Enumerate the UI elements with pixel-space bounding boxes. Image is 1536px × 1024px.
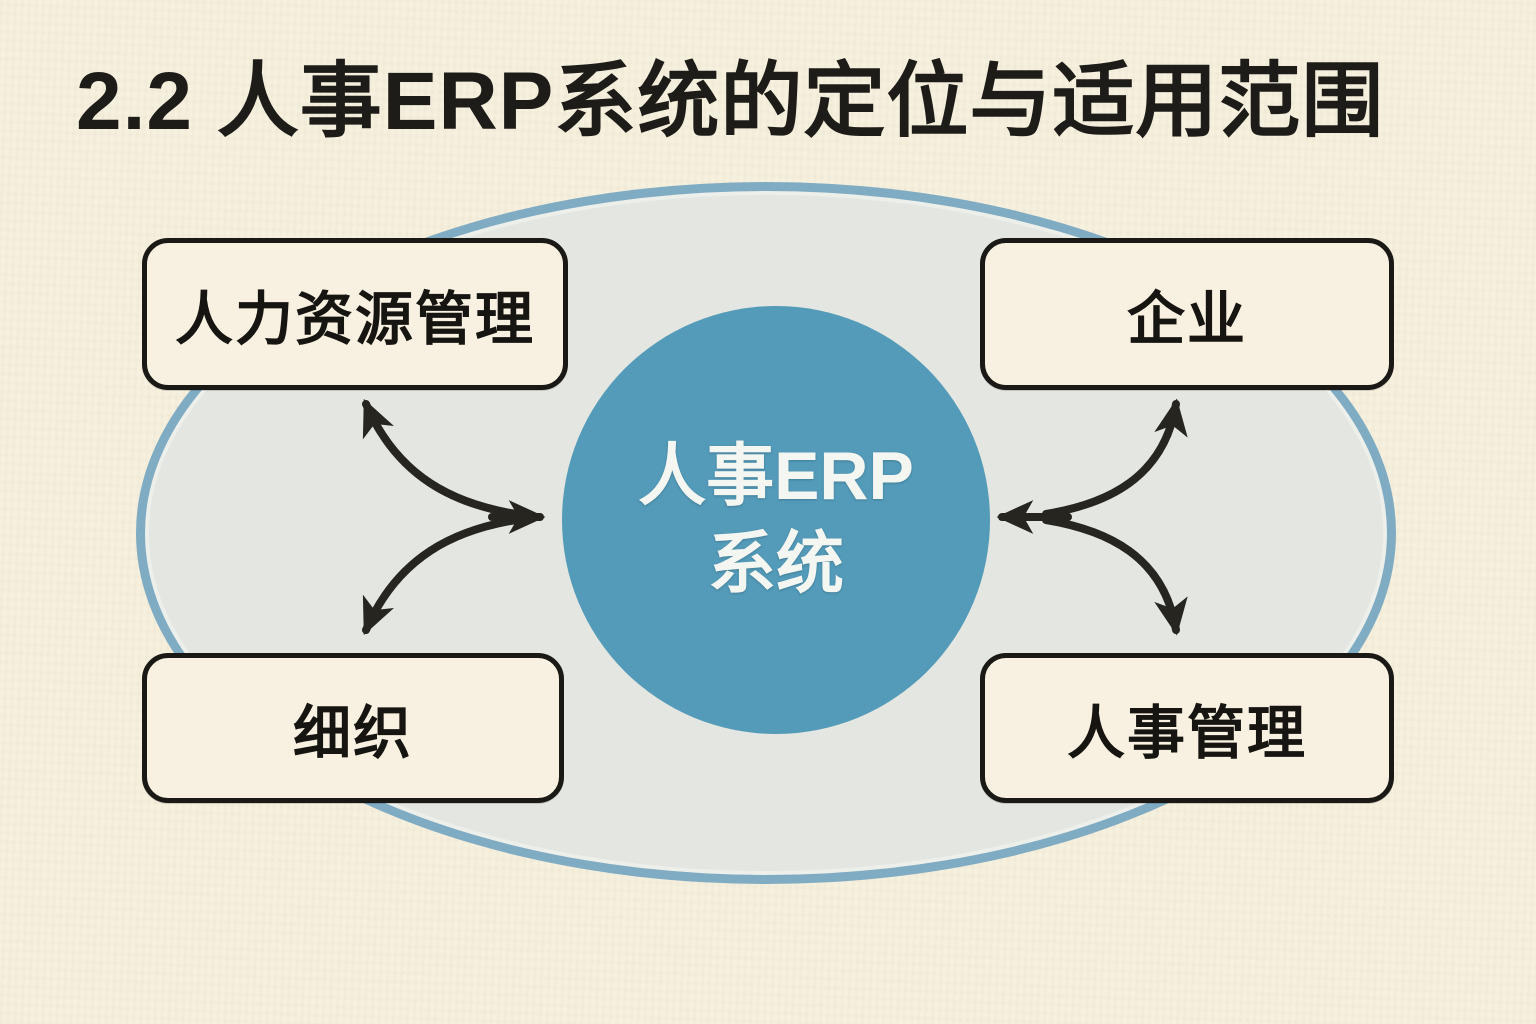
- node-label: 人力资源管理: [174, 287, 535, 352]
- center-circle: 人事ERP 系统: [562, 306, 990, 734]
- node-organization: 细织: [142, 653, 564, 803]
- node-label: 细织: [292, 701, 413, 766]
- node-enterprise: 企业: [980, 238, 1394, 390]
- node-label: 人事管理: [1066, 701, 1307, 766]
- node-personnel-management: 人事管理: [980, 653, 1394, 803]
- node-human-resource-management: 人力资源管理: [142, 238, 568, 390]
- slide-title: 2.2 人事ERP系统的定位与适用范围: [76, 56, 1385, 147]
- center-circle-label-line1: 人事ERP: [638, 437, 914, 514]
- center-circle-label-line2: 系统: [707, 526, 844, 602]
- node-label: 企业: [1126, 287, 1247, 352]
